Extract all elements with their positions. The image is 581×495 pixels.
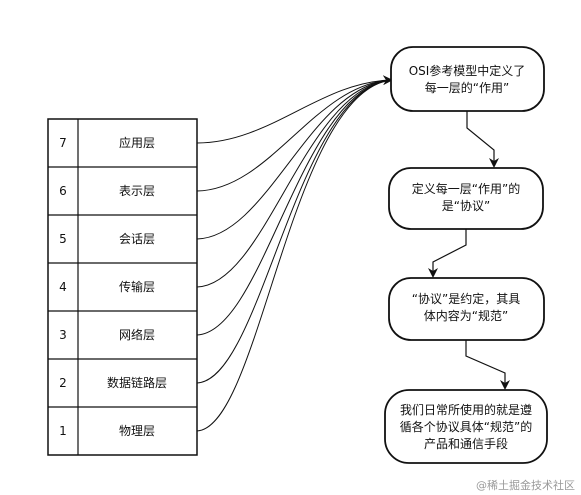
layer-name: 会话层: [119, 232, 155, 246]
flow-node-text: 产品和通信手段: [424, 436, 508, 451]
layer-connector-curve: [196, 75, 393, 144]
layer-number: 2: [59, 376, 67, 390]
layer-name: 表示层: [119, 184, 155, 198]
layer-connectors: [196, 75, 393, 432]
layer-name: 应用层: [119, 135, 155, 150]
flow-arrows: [428, 111, 510, 390]
flow-node-text: 循各个协议具体“规范”的: [400, 419, 532, 434]
flow-node-text: 定义每一层“作用”的: [412, 181, 520, 196]
layer-number: 6: [59, 184, 67, 198]
flow-node-text: “协议”是约定，其具: [412, 291, 520, 306]
flow-node-text: 体内容为“规范”: [424, 308, 508, 323]
flow-node-box: [390, 46, 545, 112]
layer-name: 传输层: [119, 279, 155, 294]
layer-connector-curve: [196, 79, 392, 336]
layer-name: 网络层: [119, 327, 155, 342]
layer-connector-curve: [196, 79, 392, 288]
flow-node: “协议”是约定，其具 体内容为“规范”: [388, 277, 545, 341]
layer-connector-curve: [196, 79, 392, 240]
layer-connector-curve: [196, 79, 392, 432]
flow-node-text: 我们日常所使用的就是遵: [400, 402, 532, 417]
osi-layer-table: 7 应用层 6 表示层 5 会话层 4 传输层 3 网络层 2 数据链路层 1 …: [47, 118, 198, 456]
layer-number: 1: [59, 424, 67, 438]
watermark-text: @稀土掘金技术社区: [476, 478, 575, 492]
flow-arrow: [465, 340, 510, 390]
flow-arrow: [428, 229, 467, 278]
flow-node: OSI参考模型中定义了 每一层的“作用”: [390, 46, 545, 112]
flow-node-text: 是“协议”: [442, 198, 490, 213]
layer-name: 物理层: [119, 424, 155, 438]
layer-number: 5: [59, 232, 67, 246]
flow-node-box: [384, 389, 548, 464]
layer-number: 3: [59, 328, 67, 342]
flow-node: 我们日常所使用的就是遵 循各个协议具体“规范”的 产品和通信手段: [384, 389, 548, 464]
flow-node: 定义每一层“作用”的 是“协议”: [388, 167, 544, 230]
flow-node-text: 每一层的“作用”: [425, 80, 509, 95]
flow-node-text: OSI参考模型中定义了: [409, 63, 526, 78]
layer-name: 数据链路层: [107, 375, 167, 390]
layer-number: 4: [59, 280, 67, 294]
layer-connector-curve: [196, 79, 392, 384]
flow-arrow: [466, 111, 499, 168]
layer-connector-curve: [196, 79, 392, 192]
layer-number: 7: [59, 136, 67, 150]
